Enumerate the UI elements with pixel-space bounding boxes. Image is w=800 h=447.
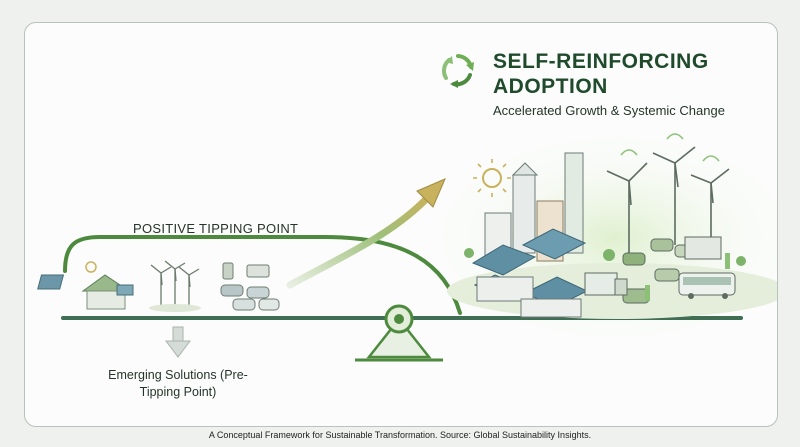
page-subtitle: Accelerated Growth & Systemic Change <box>493 103 725 118</box>
car-icon <box>220 262 280 311</box>
diagram-card: SELF-REINFORCING ADOPTION Accelerated Gr… <box>24 22 778 427</box>
tipping-point-label: POSITIVE TIPPING POINT <box>133 221 299 236</box>
emerging-solutions-label: Emerging Solutions (Pre-Tipping Point) <box>108 368 248 399</box>
down-arrow-icon <box>165 326 191 358</box>
sun-icon <box>85 261 97 273</box>
fulcrum <box>355 304 443 362</box>
tipping-curve <box>63 235 462 315</box>
rising-arrow-head <box>416 178 446 208</box>
wind-turbine-icon <box>149 260 201 312</box>
bus-icon <box>678 272 736 299</box>
scene-illustration <box>37 128 777 362</box>
city-illustration <box>447 133 777 319</box>
page-title: SELF-REINFORCING ADOPTION <box>493 50 709 98</box>
rising-arrow <box>286 191 434 289</box>
solar-house-icon <box>37 261 134 310</box>
source-caption: A Conceptual Framework for Sustainable T… <box>208 430 592 440</box>
sun-icon <box>473 159 511 197</box>
truck-icon <box>584 236 722 296</box>
recycle-cycle-icon <box>442 54 474 88</box>
